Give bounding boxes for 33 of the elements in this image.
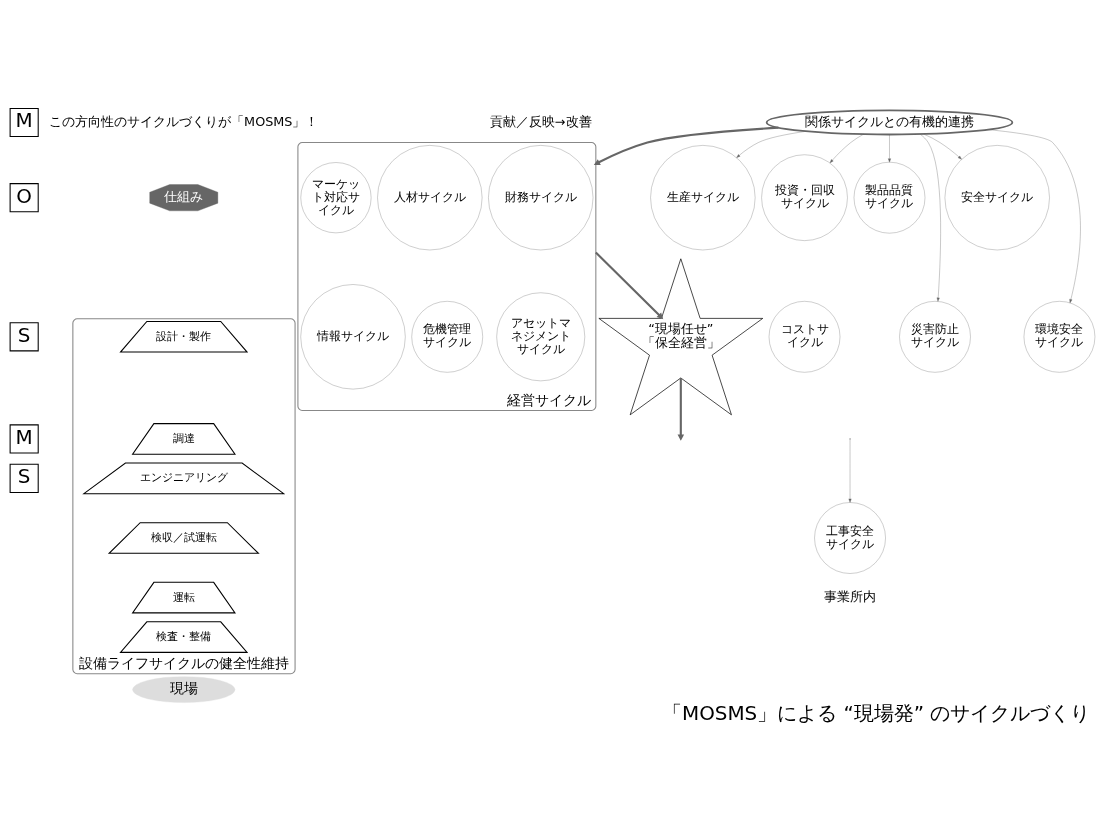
node-ellipse: 現場	[132, 676, 236, 703]
node-circle: 危機管理サイクル	[411, 301, 483, 373]
diagram-title: 「MOSMS」による “現場発” のサイクルづくり	[661, 702, 1091, 726]
node-circle: マーケット対応サイクル	[300, 162, 372, 234]
node-ellipse: 関係サイクルとの有機的連携	[765, 109, 1014, 136]
arrow	[923, 133, 962, 160]
node-box: O	[9, 183, 39, 213]
label: 貢献／反映→改善	[489, 113, 592, 129]
node-circle: 工事安全サイクル	[814, 502, 886, 574]
node-circle: 財務サイクル	[488, 145, 594, 251]
label: この方向性のサイクルづくりが「MOSMS」！	[49, 113, 319, 129]
node-circle: 安全サイクル	[944, 145, 1050, 251]
node-circle: 生産サイクル	[650, 145, 756, 251]
node-box: S	[9, 322, 39, 352]
arrow	[593, 126, 779, 165]
node-circle: 環境安全サイクル	[1023, 301, 1096, 373]
node-circle: コストサイクル	[768, 301, 841, 373]
node-circle: 人材サイクル	[377, 145, 483, 251]
node-box: M	[9, 107, 39, 138]
node-circle: 災害防止サイクル	[899, 301, 971, 373]
node-box: M	[9, 424, 39, 454]
arrow	[736, 131, 806, 158]
arrow	[920, 134, 941, 302]
arrow	[595, 251, 664, 320]
node-box: S	[9, 463, 39, 493]
node-circle: アセットマネジメントサイクル	[496, 292, 585, 382]
arrow	[888, 134, 891, 163]
node-circle: 製品品質サイクル	[853, 162, 926, 234]
node-circle: 投資・回収サイクル	[761, 154, 848, 241]
node-circle: 情報サイクル	[300, 284, 406, 390]
arrow	[988, 129, 1081, 304]
arrow	[829, 134, 864, 164]
label: 事業所内	[824, 588, 877, 604]
